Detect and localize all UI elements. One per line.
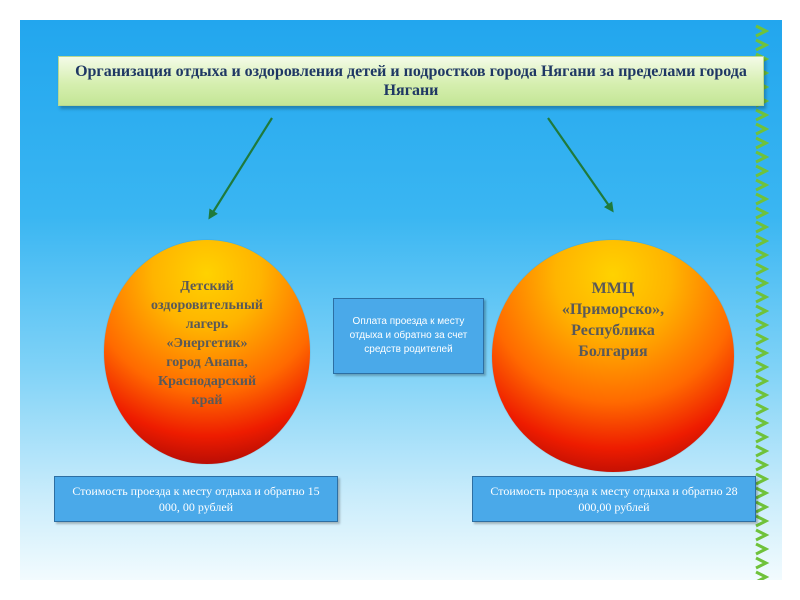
- right-circle-line: ММЦ: [591, 280, 635, 297]
- cost-right-text: Стоимость проезда к месту отдыха и обрат…: [490, 484, 738, 514]
- cost-box-left: Стоимость проезда к месту отдыха и обрат…: [54, 476, 338, 522]
- left-circle-line: город Анапа,: [166, 355, 248, 370]
- title-text: Организация отдыха и оздоровления детей …: [75, 63, 747, 99]
- left-destination-circle: [104, 240, 310, 464]
- cost-box-right: Стоимость проезда к месту отдыха и обрат…: [472, 476, 756, 522]
- parents-payment-box: Оплата проезда к месту отдыха и обратно …: [333, 298, 484, 374]
- left-circle-line: лагерь: [185, 317, 229, 332]
- arrow-right: [547, 117, 614, 213]
- left-circle-line: «Энергетик»: [166, 336, 248, 351]
- parents-payment-text: Оплата проезда к месту отдыха и обратно …: [349, 316, 468, 355]
- left-circle-line: Краснодарский: [157, 374, 257, 389]
- left-circle-line: оздоровительный: [151, 298, 263, 313]
- arrow-left: [208, 117, 273, 220]
- cost-left-text: Стоимость проезда к месту отдыха и обрат…: [72, 484, 320, 514]
- slide: Организация отдыха и оздоровления детей …: [20, 20, 782, 580]
- right-circle-line: «Приморско»,: [561, 301, 665, 318]
- right-circle-text: ММЦ «Приморско», Республика Болгария: [528, 278, 698, 362]
- title-box: Организация отдыха и оздоровления детей …: [58, 56, 764, 106]
- left-circle-line: край: [191, 393, 223, 408]
- right-circle-line: Республика: [571, 322, 655, 339]
- left-circle-text: Детский оздоровительный лагерь «Энергети…: [118, 277, 296, 410]
- right-destination-circle: [492, 240, 734, 472]
- left-circle-line: Детский: [180, 279, 234, 294]
- right-circle-line: Болгария: [578, 343, 648, 360]
